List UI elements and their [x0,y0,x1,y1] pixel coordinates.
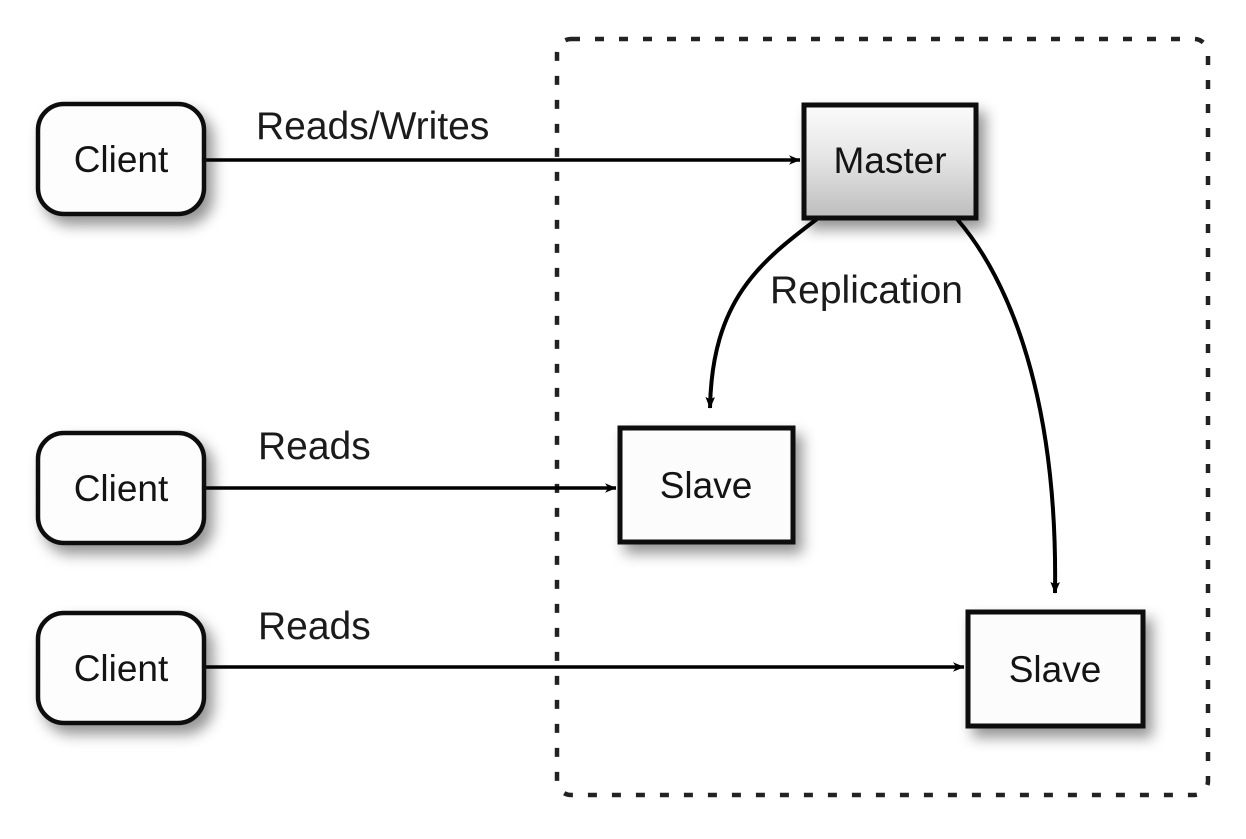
slave-lower-label: Slave [1009,649,1102,690]
master-shape [801,102,979,221]
node-master[interactable]: Master [801,102,979,221]
node-client-middle[interactable]: Client [35,430,207,546]
client-top-shape [35,101,207,217]
edge-label-reads-bottom: Reads [258,605,371,648]
client-middle-label: Client [74,468,169,509]
node-slave-lower[interactable]: Slave [965,609,1146,729]
node-client-bottom[interactable]: Client [35,610,207,726]
edge-label-replication: Replication [770,269,963,312]
client-top-label: Client [74,139,169,180]
slave-lower-shape [965,609,1146,729]
edge-master-to-slave-upper [705,217,819,409]
edge-master-to-slave-lower [955,217,1060,594]
master-label: Master [833,140,946,181]
edge-label-reads-middle: Reads [258,425,371,468]
client-middle-shape [35,430,207,546]
node-slave-upper[interactable]: Slave [617,425,796,545]
slave-upper-shape [617,425,796,545]
cluster-boundary [554,36,1211,798]
node-client-top[interactable]: Client [35,101,207,217]
client-bottom-label: Client [74,648,169,689]
client-bottom-shape [35,610,207,726]
edge-label-reads-writes: Reads/Writes [256,105,489,148]
slave-upper-label: Slave [660,465,753,506]
